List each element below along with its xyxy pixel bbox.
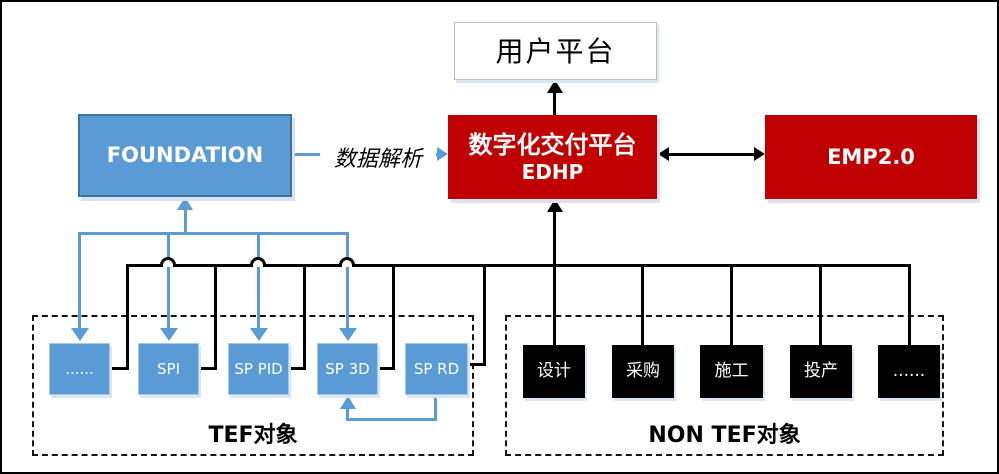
black-drop-tef-2 [214, 264, 217, 370]
line-hop-1 [160, 257, 176, 267]
sprd-feedback-down-line [434, 395, 437, 421]
edhp-node: 数字化交付平台 EDHP [448, 115, 657, 199]
line-hop-3 [339, 257, 355, 267]
user-platform-node: 用户平台 [454, 22, 657, 80]
non-tef-group-label: NON TEF对象 [648, 423, 801, 448]
tef-node-sp-pid: SP PID [228, 343, 289, 395]
user-platform-label: 用户平台 [495, 34, 616, 68]
foundation-riser-line [184, 208, 187, 235]
tef-node-spi-label: SPI [157, 359, 180, 378]
blue-drop-line-1 [78, 232, 81, 329]
arrow-up-into-edhp [547, 199, 563, 212]
black-drop-tef-3 [303, 264, 306, 370]
black-drop-nontef-4 [819, 264, 822, 345]
blue-drop-line-4 [346, 232, 349, 329]
non-tef-group: NON TEF对象 [505, 315, 944, 456]
blue-drop-line-2 [167, 232, 170, 329]
black-elbow-tef-5 [468, 363, 486, 366]
arrow-down-into-tef-3 [250, 328, 268, 341]
black-trunk-segment-3 [264, 264, 339, 267]
edhp-label-line1: 数字化交付平台 [468, 130, 637, 159]
arrow-up-into-foundation [177, 197, 193, 210]
tef-node-sp-rd: SP RD [405, 343, 468, 395]
tef-node-spi: SPI [138, 343, 199, 395]
arrow-right-into-edhp [437, 147, 448, 161]
tef-node-sp-pid-label: SP PID [234, 359, 283, 378]
nontef-node-more: ...... [878, 345, 940, 398]
edhp-emp-line [669, 153, 754, 156]
foundation-label: FOUNDATION [106, 143, 264, 168]
black-drop-nontef-5 [908, 264, 911, 345]
data-parse-label: 数据解析 [320, 141, 436, 173]
black-drop-nontef-3 [730, 264, 733, 345]
black-drop-tef-1 [126, 264, 129, 370]
black-trunk-segment-2 [174, 264, 250, 267]
blue-drop-line-3 [257, 232, 260, 329]
arrow-right-into-emp [754, 147, 765, 161]
nontef-node-procurement: 采购 [612, 345, 674, 398]
black-drop-nontef-2 [641, 264, 644, 345]
nontef-node-commissioning: 投产 [790, 345, 852, 398]
nontef-node-more-label: ...... [892, 360, 926, 381]
emp-node: EMP2.0 [765, 115, 977, 199]
arrow-up-into-sp3d [340, 396, 356, 409]
tef-node-sp-3d-label: SP 3D [325, 359, 370, 378]
black-riser-edhp-and-drop-design [553, 210, 556, 345]
arrow-down-into-tef-1 [71, 328, 89, 341]
nontef-node-procurement-label: 采购 [626, 360, 660, 381]
black-elbow-tef-2 [199, 367, 217, 370]
foundation-node: FOUNDATION [78, 114, 292, 197]
sprd-feedback-horizontal-line [346, 418, 437, 421]
tef-node-sp-3d: SP 3D [317, 343, 378, 395]
black-drop-tef-5 [483, 264, 486, 366]
nontef-node-construction-label: 施工 [714, 360, 749, 381]
tef-node-more: ...... [49, 343, 110, 395]
black-elbow-tef-3 [289, 367, 306, 370]
black-trunk-segment-4 [353, 264, 910, 267]
arrow-down-into-tef-4 [339, 328, 357, 341]
edhp-label-line2: EDHP [521, 159, 584, 184]
nontef-node-construction: 施工 [700, 345, 763, 398]
tef-node-sp-rd-label: SP RD [413, 359, 460, 378]
arrow-up-into-user-platform [547, 80, 563, 93]
nontef-node-design-label: 设计 [537, 360, 571, 381]
black-trunk-segment-1 [127, 264, 160, 267]
sprd-feedback-up-line [346, 408, 349, 421]
tef-node-more-label: ...... [65, 359, 94, 378]
black-drop-tef-4 [392, 264, 395, 370]
nontef-node-commissioning-label: 投产 [804, 360, 838, 381]
emp-label: EMP2.0 [827, 144, 915, 169]
tef-group-label: TEF对象 [208, 423, 298, 448]
arrow-down-into-tef-2 [160, 328, 178, 341]
tef-group: TEF对象 [32, 315, 474, 456]
nontef-node-design: 设计 [523, 345, 585, 398]
edhp-user-platform-line [553, 91, 556, 115]
arrow-left-into-edhp [658, 147, 669, 161]
black-elbow-tef-1 [109, 367, 129, 370]
black-elbow-tef-4 [378, 367, 395, 370]
blue-tree-horizontal-line [79, 232, 349, 235]
line-hop-2 [250, 257, 266, 267]
